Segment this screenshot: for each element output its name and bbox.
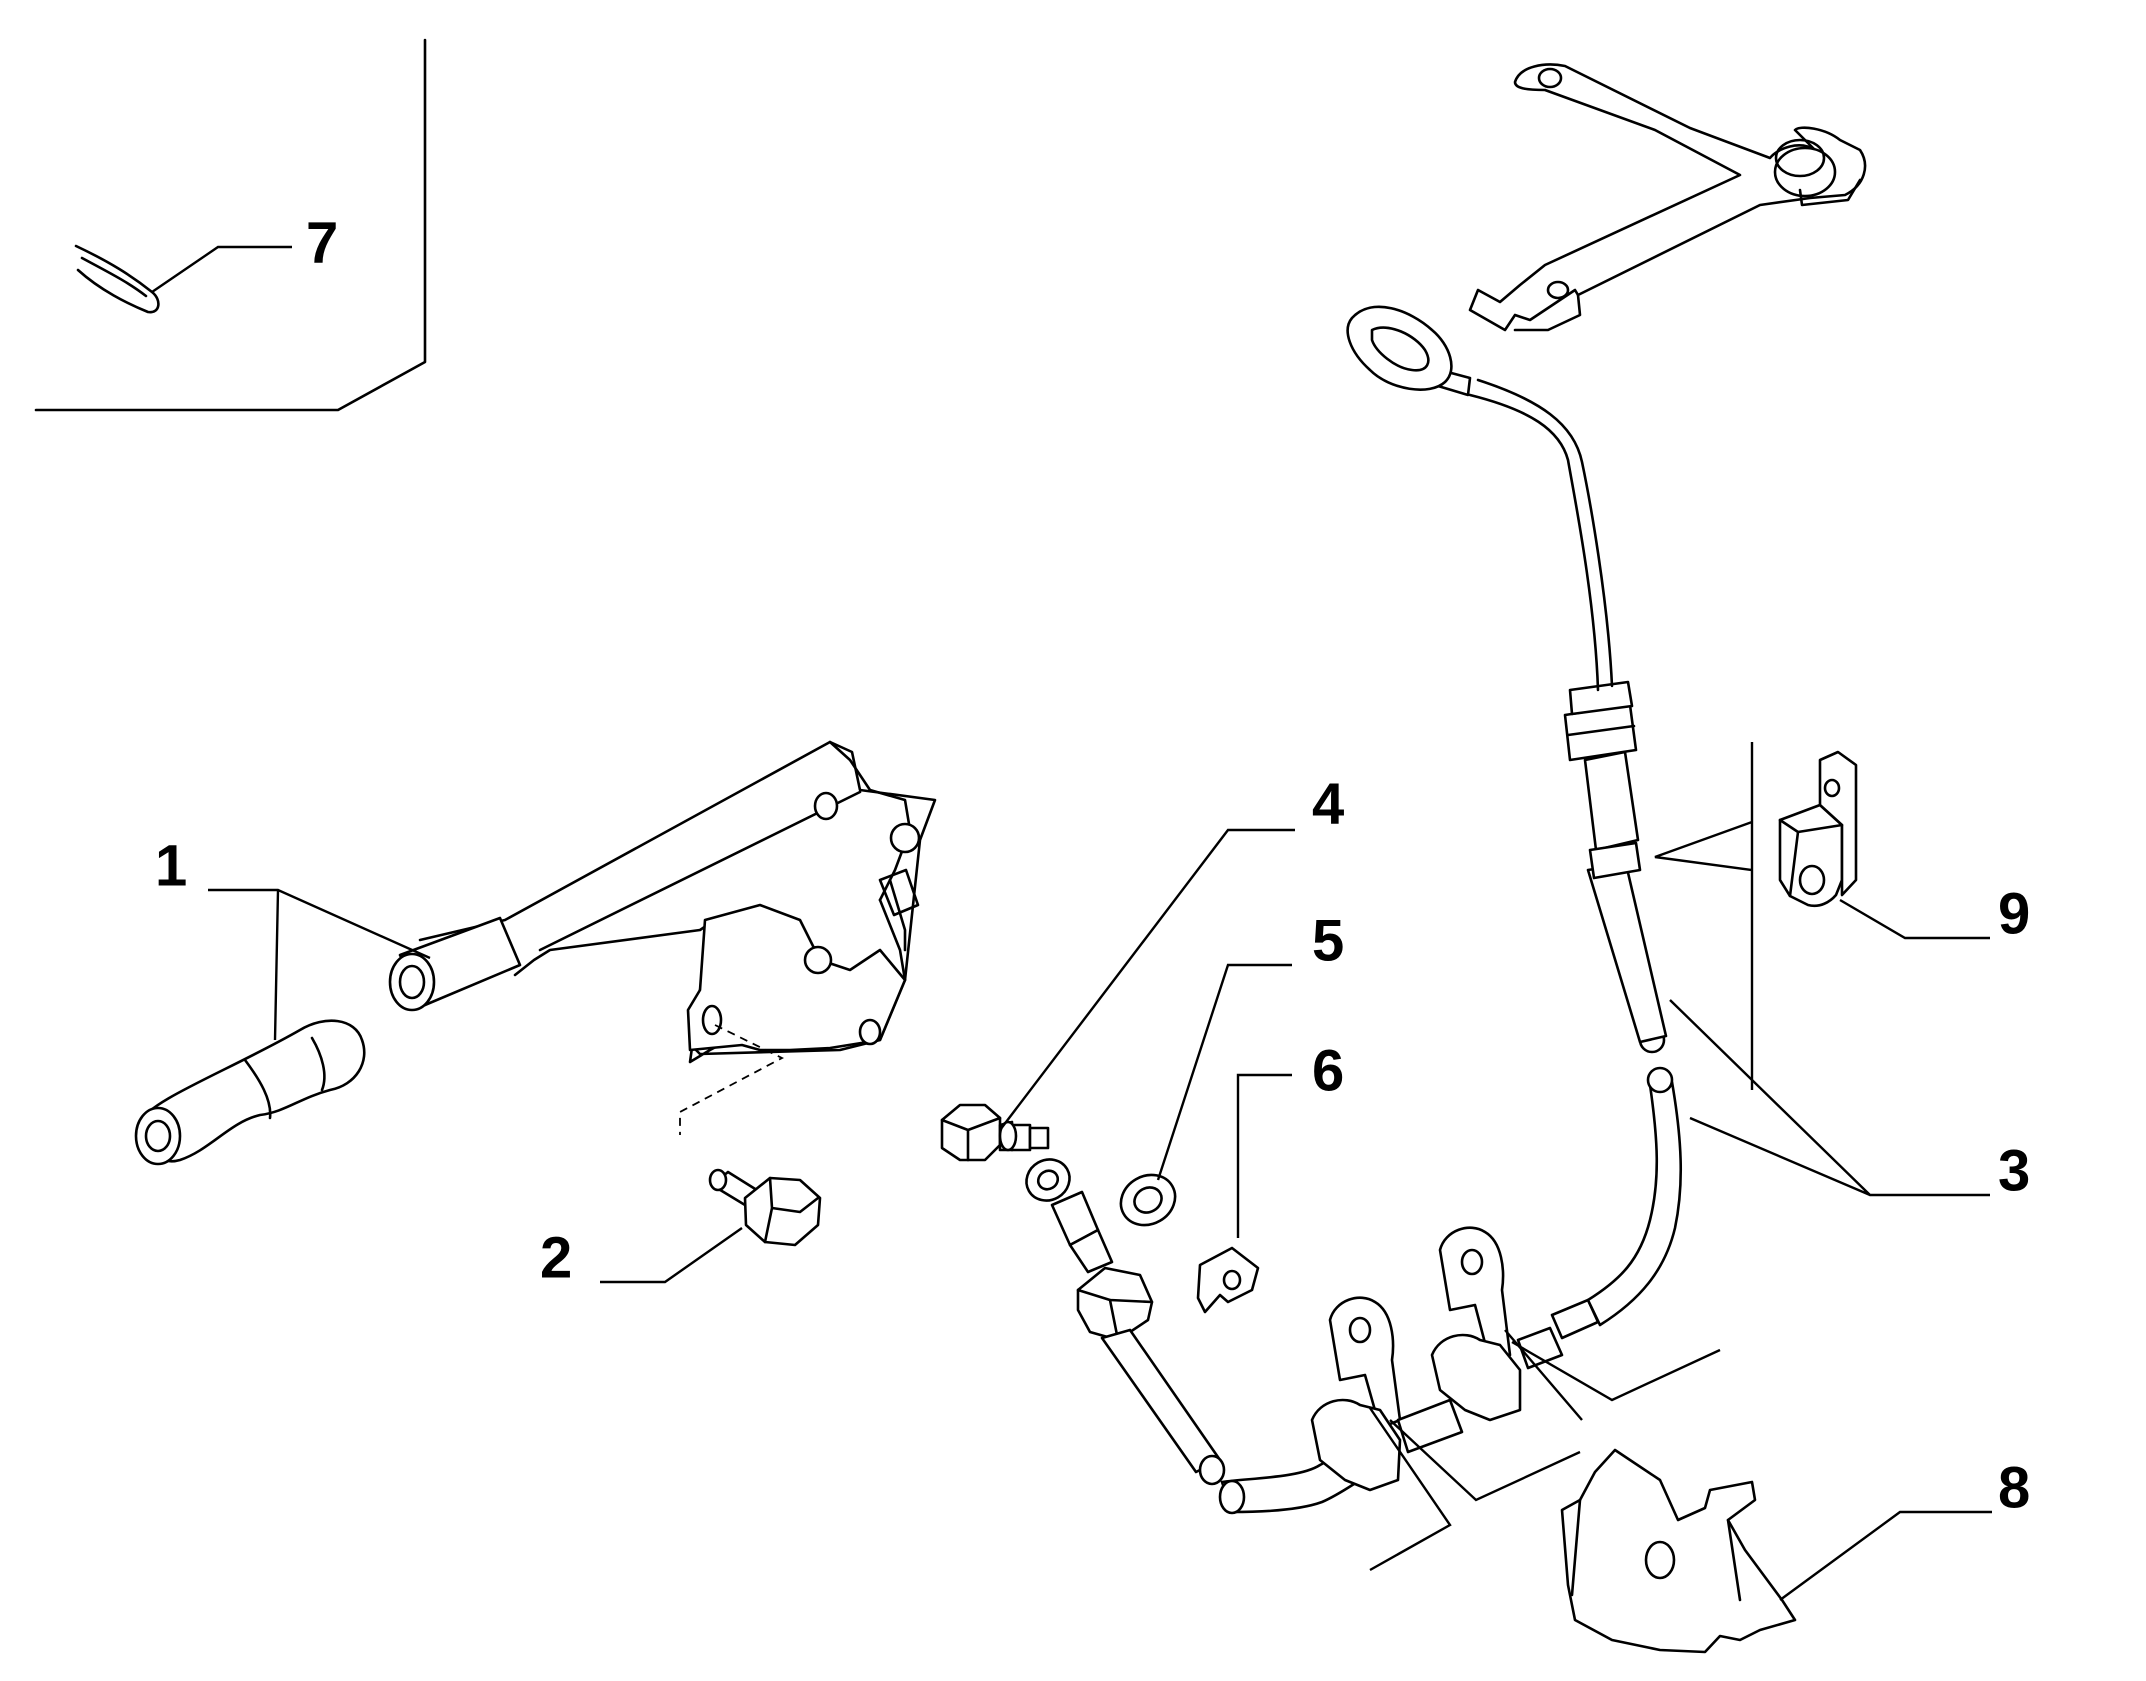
part-5-washer (1119, 1173, 1177, 1227)
callout-2: 2 (540, 1225, 572, 1290)
leader-5 (1156, 963, 1292, 1181)
leader-6 (1236, 1073, 1292, 1238)
leader-2 (600, 1227, 743, 1284)
assembly-dash-line (679, 1024, 784, 1135)
callout-8: 8 (1998, 1455, 2030, 1520)
callout-6: 6 (1312, 1038, 1344, 1103)
part-2-bolt (708, 1168, 822, 1247)
bracket-leaders (1369, 1329, 1721, 1572)
part-8-plate (1560, 1448, 1797, 1654)
part-3-upper-lever (1468, 63, 1867, 332)
part-9-bracket-assembly (1654, 742, 1858, 1090)
leader-9 (1839, 898, 1990, 940)
part-1-grip (134, 1019, 366, 1166)
callout-5: 5 (1312, 908, 1344, 973)
leader-1 (208, 888, 431, 1041)
callout-4: 4 (1312, 771, 1344, 836)
leader-8 (1779, 1510, 1992, 1601)
callout-1: 1 (155, 833, 187, 898)
leader-4 (999, 828, 1295, 1131)
part-6-clip (1196, 1246, 1260, 1314)
leader-3 (1669, 999, 1990, 1197)
inset-frame (34, 38, 427, 412)
leader-7 (151, 245, 292, 293)
part-7-clip (74, 244, 160, 314)
part-3-cable-assembly (1025, 305, 1683, 1515)
part-4-bolt (940, 1103, 1050, 1162)
part-1-handbrake-lever (388, 740, 937, 1064)
callout-7: 7 (306, 210, 338, 275)
callout-3: 3 (1998, 1138, 2030, 1203)
callout-9: 9 (1998, 881, 2030, 946)
